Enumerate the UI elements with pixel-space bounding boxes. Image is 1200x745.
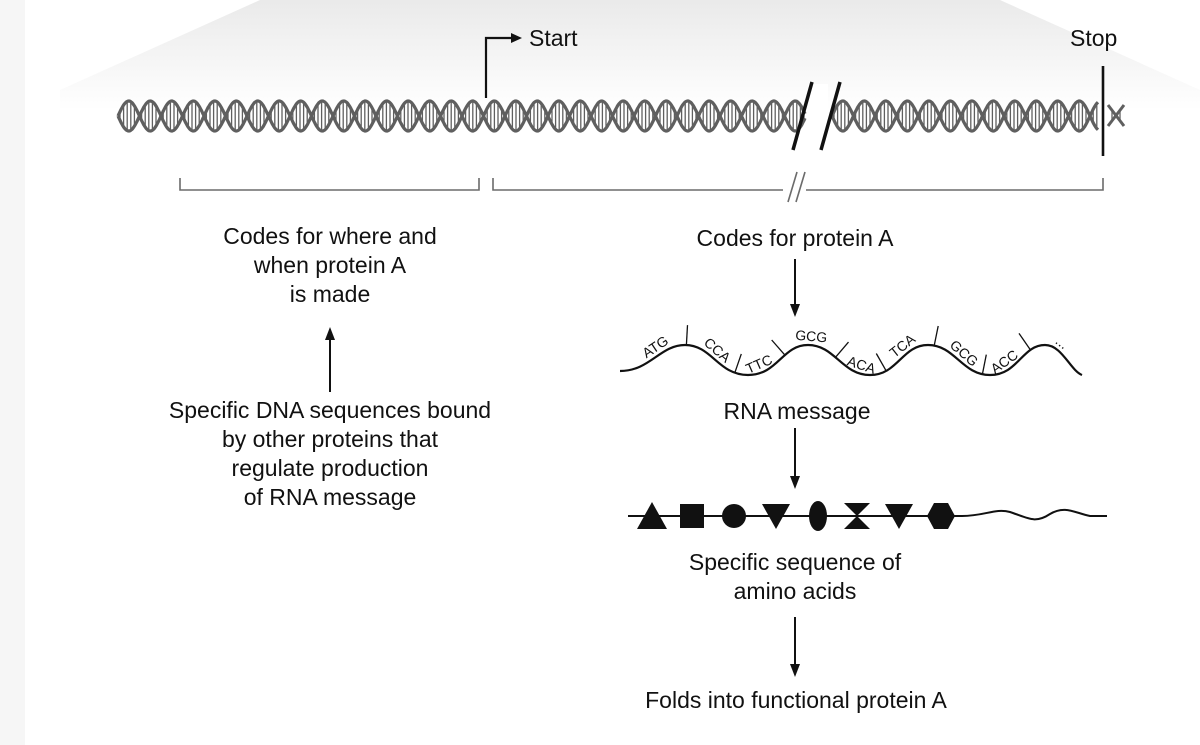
arrow-to-rna xyxy=(790,259,800,317)
rna-message-label: RNA message xyxy=(723,398,871,424)
rna-codon: GCG xyxy=(795,327,828,346)
regulatory-sequences-label: Specific DNA sequences bound by other pr… xyxy=(168,397,492,510)
regulatory-region-label: Codes for where and when protein A is ma… xyxy=(223,223,437,307)
arrow-to-functional-protein xyxy=(790,617,800,677)
double-slash-break-icon xyxy=(791,81,842,156)
dna-double-helix-icon xyxy=(116,99,807,133)
amino-acid-circle-icon xyxy=(722,504,746,528)
functional-protein-label: Folds into functional protein A xyxy=(645,687,947,713)
amino-acid-sequence-label: Specific sequence of amino acids xyxy=(688,549,902,604)
coding-region-label: Codes for protein A xyxy=(696,225,894,251)
start-label: Start xyxy=(529,25,578,51)
amino-acid-triangle-down-icon xyxy=(762,504,790,529)
amino-acid-oval-icon xyxy=(809,501,827,531)
dna-double-helix-icon xyxy=(830,99,1126,133)
arrow-to-regulatory-text xyxy=(325,327,335,392)
stop-label: Stop xyxy=(1070,25,1118,51)
amino-acid-hourglass-icon xyxy=(844,503,870,529)
amino-acid-triangle-up-icon xyxy=(637,502,667,529)
top-shading xyxy=(60,0,1200,110)
amino-acid-hexagon-icon xyxy=(927,503,955,529)
amino-acid-chain xyxy=(628,501,1107,531)
arrow-to-amino-acids xyxy=(790,428,800,489)
amino-acid-square-icon xyxy=(680,504,704,528)
coding-region-bracket xyxy=(492,171,1104,203)
regulatory-region-bracket xyxy=(179,178,480,191)
amino-acid-triangle-down-icon xyxy=(885,504,913,529)
start-marker xyxy=(484,33,522,98)
